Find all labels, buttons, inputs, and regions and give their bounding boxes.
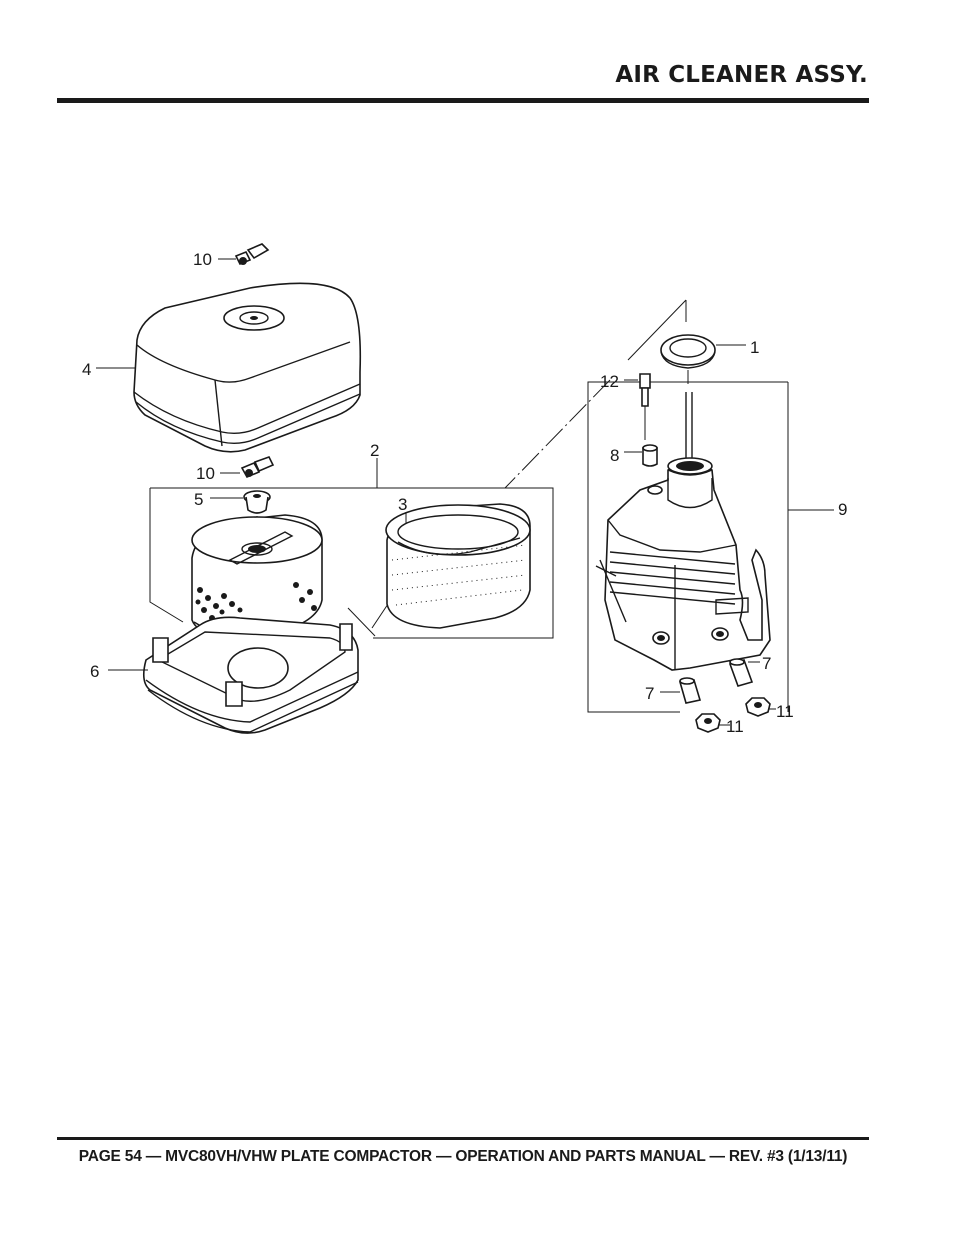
part-11-nut-left [695,713,730,733]
callout-8: 8 [610,446,619,465]
part-11-nut-right [745,697,776,717]
callout-10-top: 10 [193,250,212,269]
part-7-stud-right [728,658,760,687]
callout-7-left: 7 [645,684,654,703]
callout-4: 4 [82,360,91,379]
part-9-bracket [587,381,834,713]
callout-5: 5 [194,490,203,509]
callout-6: 6 [90,662,99,681]
callout-12: 12 [600,372,619,391]
header-rule [57,98,869,103]
callout-10-lower: 10 [196,464,215,483]
callout-1: 1 [750,338,759,357]
callout-11-right: 11 [776,702,794,721]
part-12-bolt [624,373,651,440]
long-leader-lines [504,299,687,489]
page-footer: PAGE 54 — MVC80VH/VHW PLATE COMPACTOR — … [78,1148,848,1165]
callout-3: 3 [398,495,407,514]
callout-9: 9 [838,500,847,519]
part-2-bracket [149,458,554,639]
part-10-wing-nut-top [218,243,270,266]
part-5-seal-nut [210,490,271,548]
footer-rule [57,1137,869,1140]
part-9-elbow-case [595,392,771,671]
part-4-cleaner-cover [96,282,362,453]
callout-2: 2 [370,441,379,460]
part-7-stud-left [660,677,702,704]
page-title: AIR CLEANER ASSY. [615,62,868,88]
part-1-gasket [660,334,746,384]
part-8-collar [624,444,658,467]
part-10-wing-nut-lower [220,456,275,479]
part-6-base [108,616,359,734]
callout-11-left: 11 [726,717,744,736]
paper-element [191,514,323,643]
callout-7-right: 7 [762,654,771,673]
part-3-foam-element [385,503,531,629]
